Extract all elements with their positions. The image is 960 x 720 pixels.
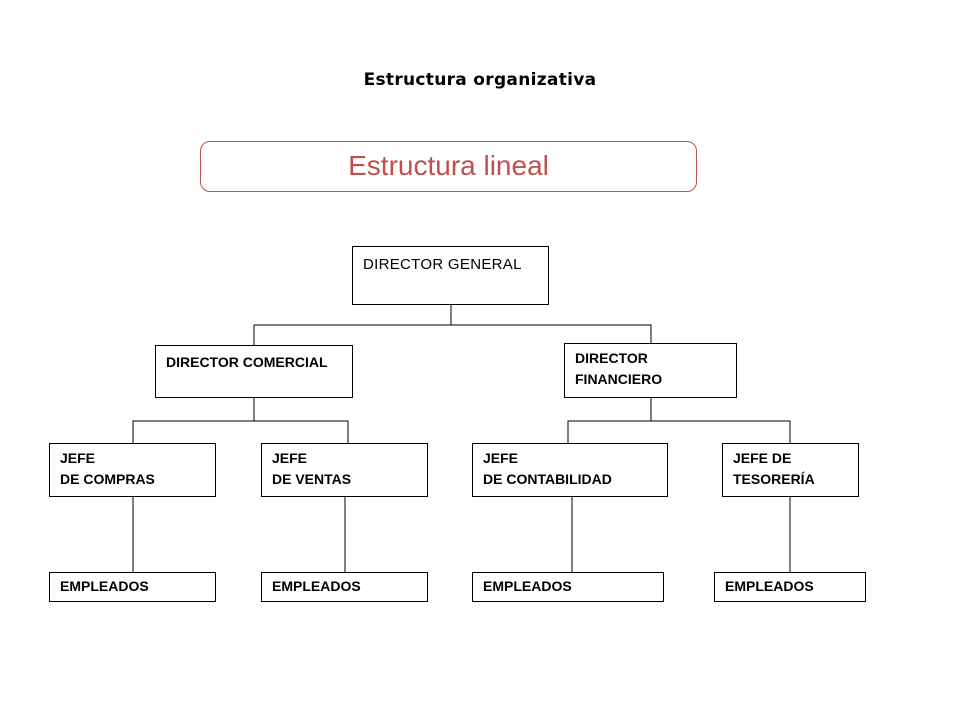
node-empleados-ventas: EMPLEADOS: [261, 572, 428, 602]
node-jefe-ventas: JEFE DE VENTAS: [261, 443, 428, 497]
connector-general-financiero: [451, 324, 652, 343]
connector-general-comercial: [253, 305, 452, 345]
subtitle-text: Estructura lineal: [348, 150, 549, 181]
subtitle-box: Estructura lineal: [200, 141, 697, 192]
connector-financiero-contabilidad: [567, 398, 652, 443]
node-jefe-compras: JEFE DE COMPRAS: [49, 443, 216, 497]
connector-comercial-ventas: [254, 420, 349, 443]
node-director-general: DIRECTOR GENERAL: [352, 246, 549, 305]
connector-comercial-compras: [132, 398, 255, 443]
node-empleados-tesoreria: EMPLEADOS: [714, 572, 866, 602]
node-empleados-compras: EMPLEADOS: [49, 572, 216, 602]
node-empleados-contabilidad: EMPLEADOS: [472, 572, 664, 602]
node-director-comercial: DIRECTOR COMERCIAL: [155, 345, 353, 398]
node-jefe-tesoreria: JEFE DE TESORERÍA: [722, 443, 859, 497]
node-jefe-contabilidad: JEFE DE CONTABILIDAD: [472, 443, 668, 497]
page-title: Estructura organizativa: [363, 70, 597, 90]
node-director-financiero: DIRECTOR FINANCIERO: [564, 343, 737, 398]
connector-financiero-tesoreria: [651, 420, 791, 443]
